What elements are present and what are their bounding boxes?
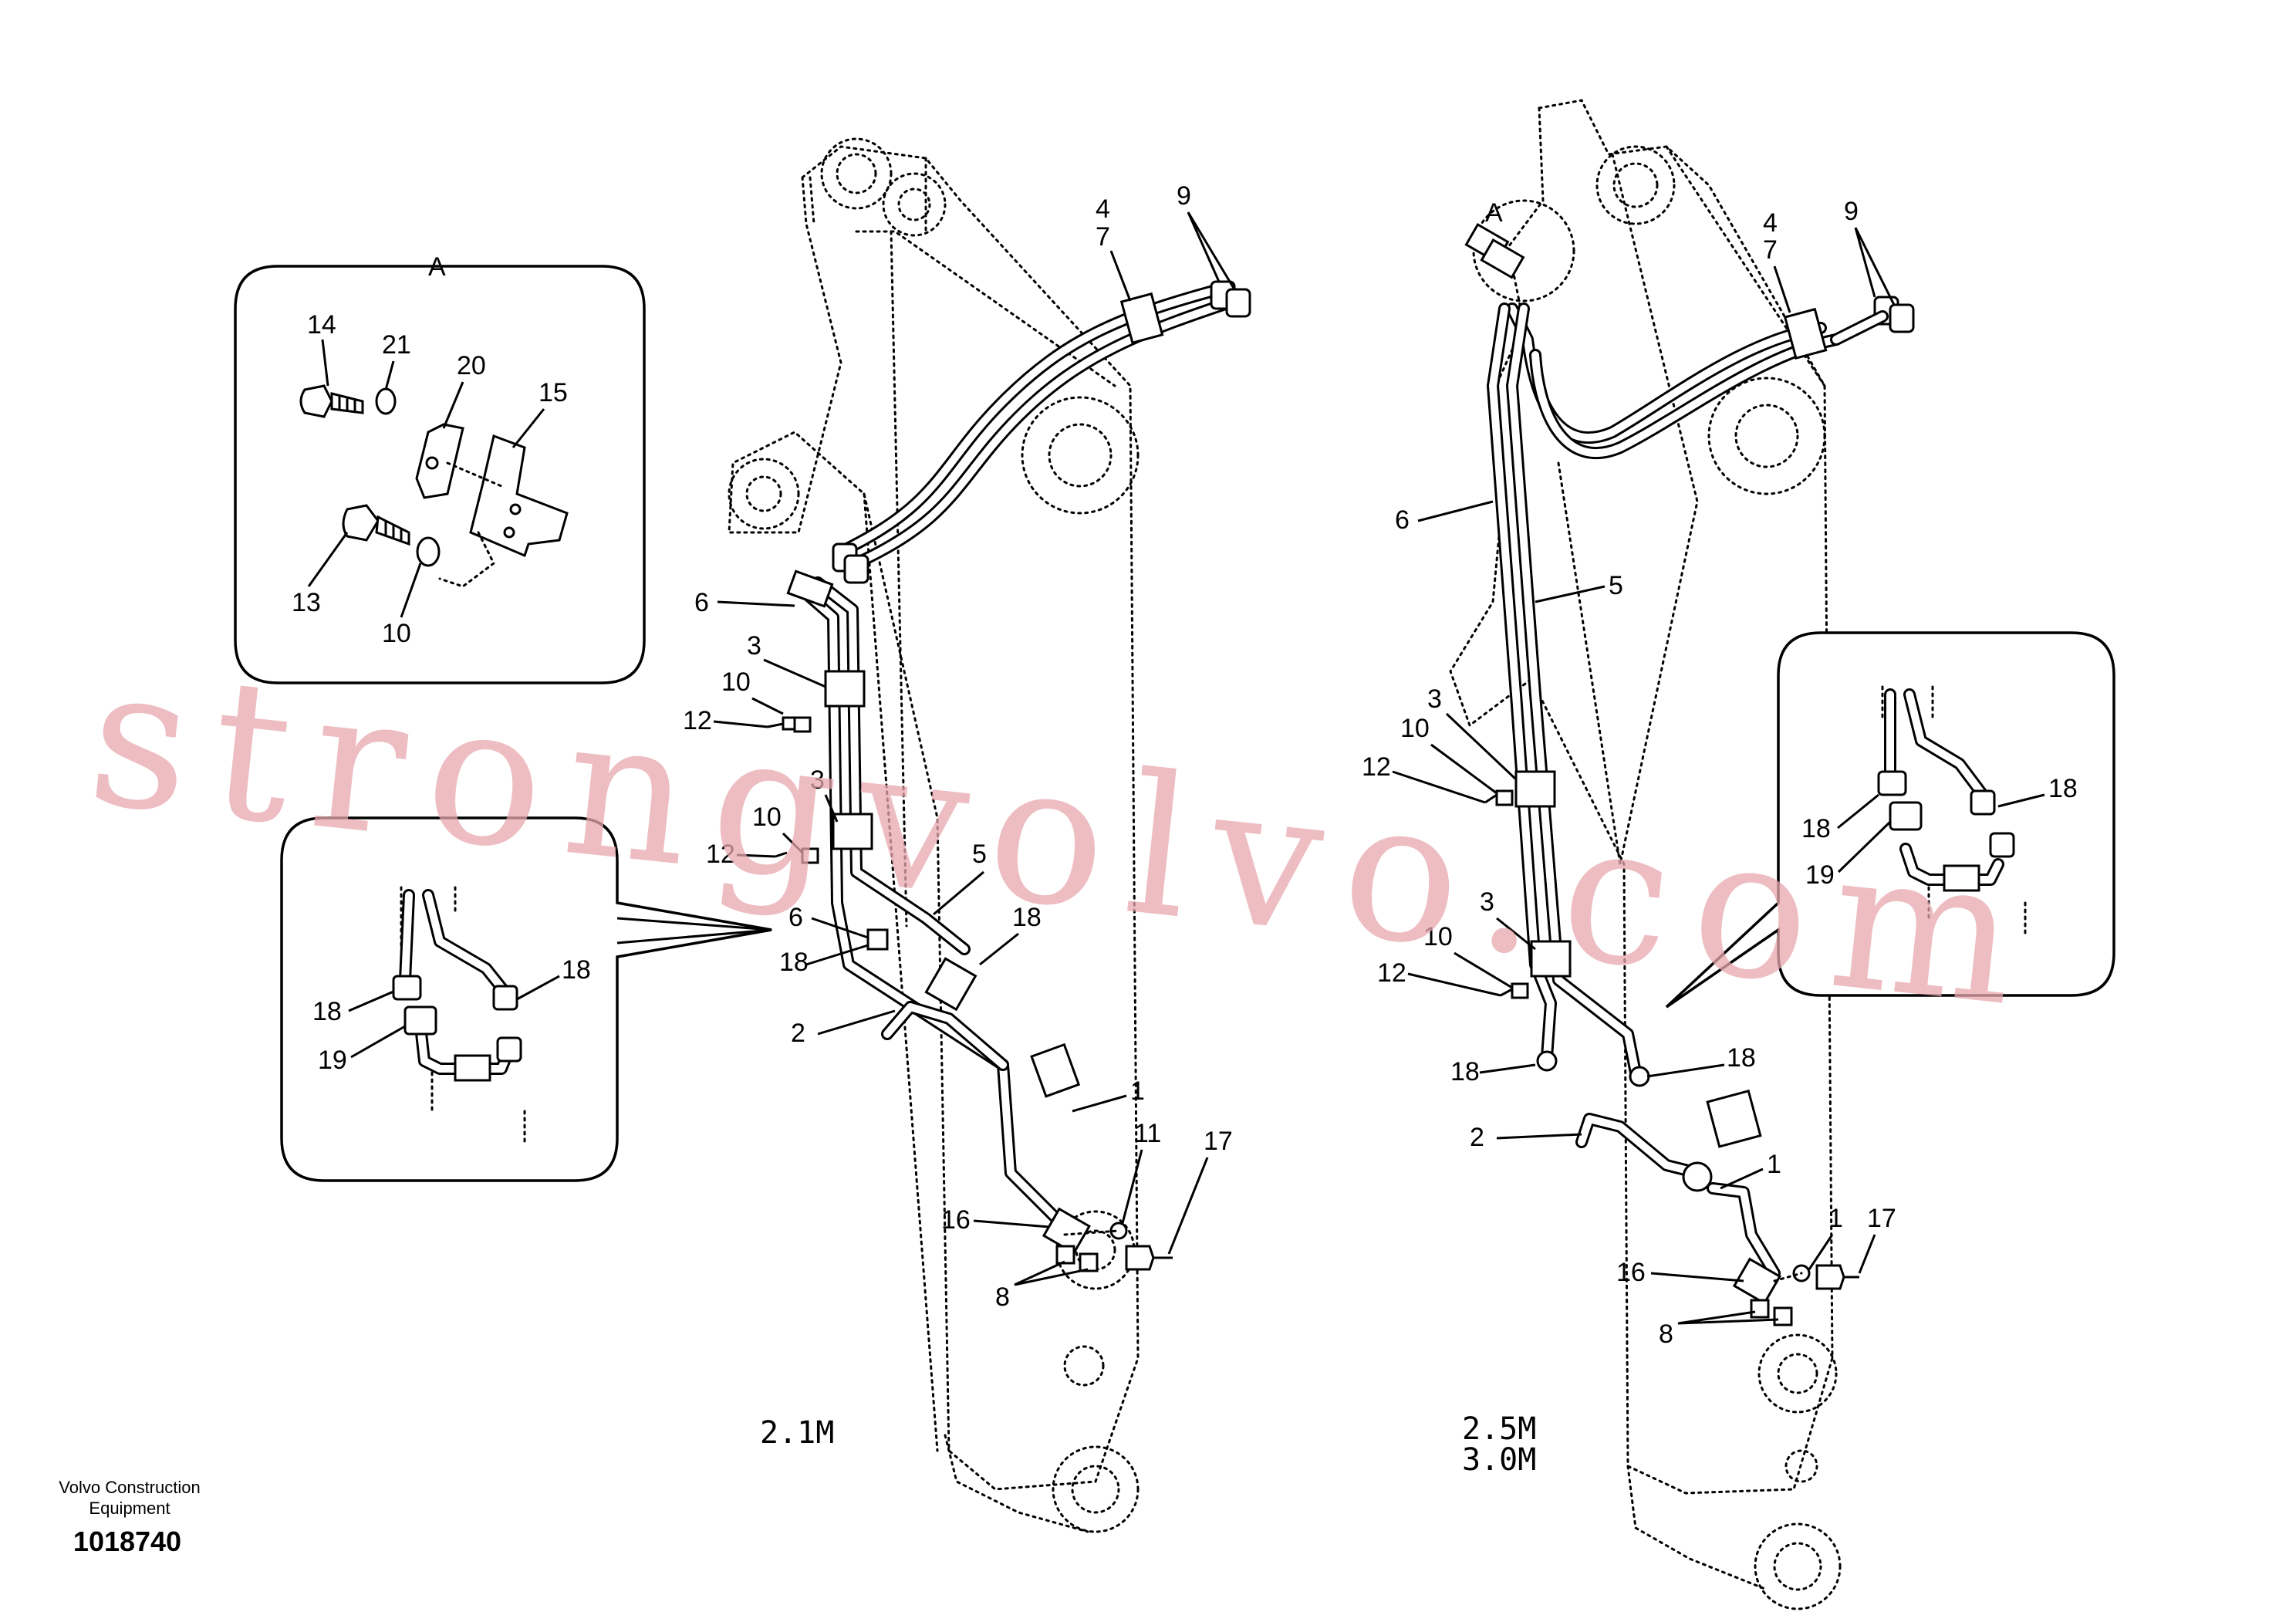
callout-18b: 18 — [1727, 1043, 1756, 1073]
callout-18b: 18 — [779, 948, 809, 977]
drawing-number: 1018740 — [73, 1526, 181, 1557]
detail-a-callout-13: 13 — [292, 588, 321, 617]
detail-right-callout-19: 19 — [1805, 860, 1835, 890]
callout-6: 6 — [1395, 505, 1410, 535]
callout-10: 10 — [721, 667, 751, 697]
callout-3: 3 — [747, 631, 761, 661]
callout-3b: 3 — [810, 765, 825, 795]
callout-1: 1 — [1130, 1076, 1145, 1106]
footer: Volvo Construction Equipment 1018740 — [59, 1478, 200, 1557]
right-boom-pipes — [1484, 302, 1859, 1326]
right-boom-callouts: 4 7 9 6 5 3 10 12 3 10 12 18 18 2 1 1 17… — [1362, 197, 1896, 1478]
left-boom-hoses — [832, 280, 1251, 584]
callout-6b: 6 — [788, 903, 803, 932]
callout-16: 16 — [941, 1205, 971, 1235]
callout-16: 16 — [1616, 1258, 1646, 1287]
callout-9: 9 — [1177, 181, 1191, 211]
detail-a-callout-10: 10 — [382, 619, 411, 648]
callout-18: 18 — [1012, 903, 1042, 932]
detail-a-callout-20: 20 — [457, 351, 486, 380]
callout-17: 17 — [1867, 1204, 1896, 1233]
right-variant-label-2: 3.0M — [1462, 1442, 1536, 1478]
company-line-2: Equipment — [89, 1499, 170, 1518]
callout-1: 1 — [1767, 1150, 1781, 1179]
callout-10b: 10 — [1423, 922, 1453, 951]
callout-6: 6 — [694, 588, 709, 617]
detail-a-callout-14: 14 — [307, 310, 336, 340]
callout-11: 11 — [1134, 1119, 1161, 1148]
callout-7: 7 — [1763, 235, 1778, 265]
detail-a-callout-15: 15 — [539, 378, 568, 407]
callout-12: 12 — [683, 706, 712, 735]
callout-3: 3 — [1427, 684, 1442, 714]
detail-left-callout-18: 18 — [312, 997, 342, 1026]
callout-3b: 3 — [1480, 887, 1494, 917]
callout-4: 4 — [1763, 208, 1778, 238]
callout-7: 7 — [1096, 222, 1110, 252]
detail-a-title: A — [428, 252, 446, 282]
callout-12b: 12 — [1377, 958, 1406, 988]
detail-left-box: 18 18 19 — [280, 816, 772, 1182]
left-variant-label: 2.1M — [760, 1415, 834, 1451]
detail-right-callout-18: 18 — [1801, 814, 1831, 843]
detail-right-box: 18 18 19 — [1665, 631, 2115, 1009]
callout-9: 9 — [1844, 197, 1859, 226]
callout-8: 8 — [1659, 1320, 1673, 1349]
callout-18: 18 — [1450, 1057, 1480, 1086]
callout-2: 2 — [1470, 1123, 1484, 1152]
callout-1b: 1 — [1828, 1204, 1843, 1233]
detail-left-callout-19: 19 — [318, 1046, 347, 1075]
left-boom-callouts: 4 7 9 6 3 10 12 3 10 12 5 6 18 18 2 1 11… — [683, 181, 1236, 1451]
detail-right-callout-18b: 18 — [2048, 774, 2078, 803]
callout-10b: 10 — [752, 803, 782, 832]
right-variant-label-1: 2.5M — [1462, 1411, 1536, 1447]
callout-10: 10 — [1400, 714, 1430, 743]
callout-12b: 12 — [706, 840, 735, 869]
callout-2: 2 — [791, 1019, 805, 1048]
detail-left-callout-18b: 18 — [562, 955, 591, 985]
detail-a-marker-circle — [1472, 199, 1575, 302]
callout-5: 5 — [1609, 571, 1623, 600]
left-boom-pipes — [767, 569, 1173, 1272]
callout-12: 12 — [1362, 752, 1391, 782]
company-line-1: Volvo Construction — [59, 1478, 200, 1497]
callout-8: 8 — [995, 1282, 1010, 1312]
detail-a-box: A 14 21 20 15 13 10 — [234, 252, 646, 684]
detail-a-callout-21: 21 — [382, 330, 411, 360]
callout-4: 4 — [1096, 194, 1110, 224]
right-boom-hoses — [1464, 222, 1915, 459]
callout-5: 5 — [972, 840, 987, 869]
detail-a-marker-label: A — [1485, 198, 1503, 228]
callout-17: 17 — [1204, 1127, 1233, 1156]
